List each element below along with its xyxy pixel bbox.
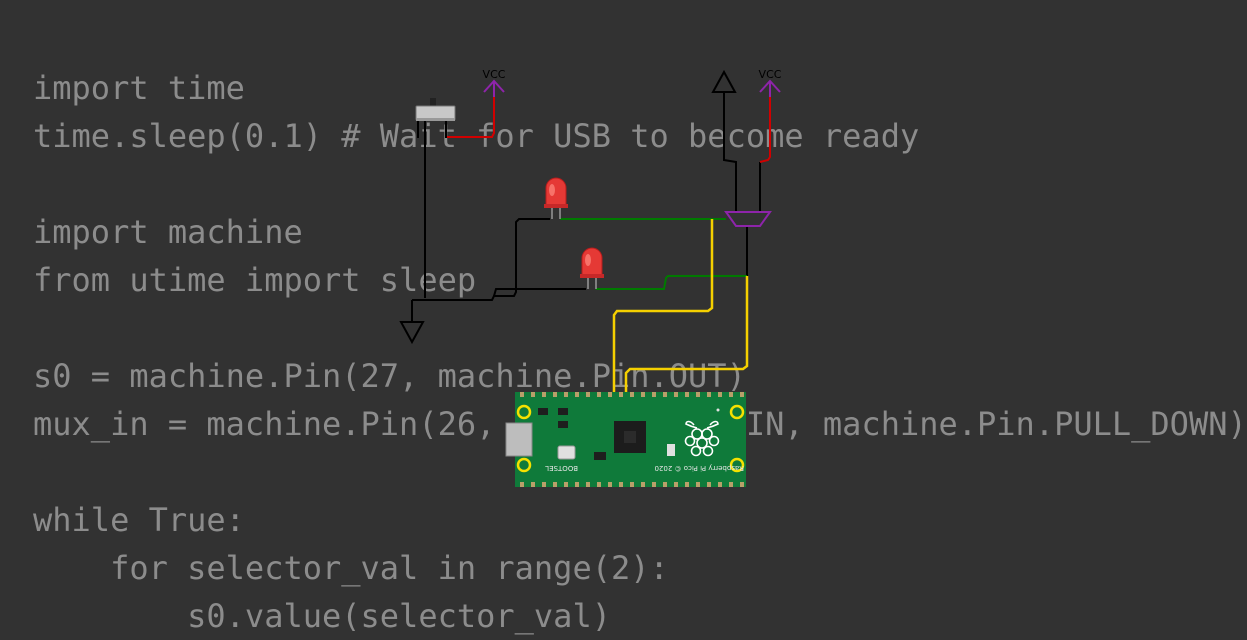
bootsel-button[interactable] bbox=[557, 445, 576, 460]
circuit-diagram: VCC VCC bbox=[399, 68, 782, 487]
code-line: import time bbox=[33, 69, 245, 107]
led-1-icon[interactable] bbox=[544, 177, 568, 219]
led2-signal-wire bbox=[596, 275, 747, 290]
multiplexer-icon[interactable] bbox=[724, 211, 772, 227]
mux-select-wire bbox=[612, 219, 714, 400]
green-wires bbox=[560, 218, 747, 290]
component bbox=[558, 421, 568, 428]
usb-connector bbox=[505, 422, 533, 457]
vcc-left-label: VCC bbox=[483, 68, 506, 81]
mounting-hole bbox=[516, 457, 532, 473]
component bbox=[594, 452, 606, 460]
code-line: s0 = machine.Pin(27, machine.Pin.OUT) bbox=[33, 357, 746, 395]
code-line: time.sleep(0.1) # Wait for USB to become… bbox=[33, 117, 920, 155]
ground-bottom-icon bbox=[399, 321, 425, 345]
ground-top-icon bbox=[711, 69, 737, 93]
vcc-left-icon: VCC bbox=[483, 68, 506, 97]
red-wires bbox=[446, 96, 771, 163]
mounting-hole bbox=[729, 404, 745, 420]
vcc-right-icon: VCC bbox=[759, 68, 782, 97]
black-wires bbox=[411, 92, 761, 322]
raspberry-logo-icon bbox=[684, 420, 720, 457]
raspberry-pi-pico-board[interactable]: Raspberry Pi Pico © 2020 BOOTSEL bbox=[505, 392, 746, 487]
led-onboard bbox=[667, 444, 675, 456]
yellow-wires bbox=[612, 219, 749, 400]
code-line: while True: bbox=[33, 501, 245, 539]
led1-cathode-wire bbox=[412, 218, 550, 301]
mux-input-wire bbox=[624, 276, 749, 400]
component bbox=[538, 408, 548, 415]
code-line: s0.value(selector_val) bbox=[33, 597, 611, 635]
led2-cathode-wire bbox=[493, 288, 586, 297]
pin-row-bottom bbox=[520, 482, 744, 487]
pin-row-top bbox=[520, 392, 744, 397]
code-line: from utime import sleep bbox=[33, 261, 477, 299]
mounting-hole bbox=[516, 404, 532, 420]
board-label: Raspberry Pi Pico © 2020 bbox=[655, 464, 745, 472]
switch-vcc-wire bbox=[446, 96, 495, 138]
vcc-right-label: VCC bbox=[759, 68, 782, 81]
code-line: import machine bbox=[33, 213, 303, 251]
code-line: for selector_val in range(2): bbox=[33, 549, 669, 587]
mux-ground-wire bbox=[723, 92, 737, 212]
mux-vcc-red-wire bbox=[759, 96, 771, 163]
led-2-icon[interactable] bbox=[580, 247, 604, 289]
bootsel-label: BOOTSEL bbox=[545, 464, 578, 472]
component bbox=[558, 408, 568, 415]
slide-switch[interactable] bbox=[415, 98, 456, 138]
mounting-hole bbox=[729, 457, 745, 473]
